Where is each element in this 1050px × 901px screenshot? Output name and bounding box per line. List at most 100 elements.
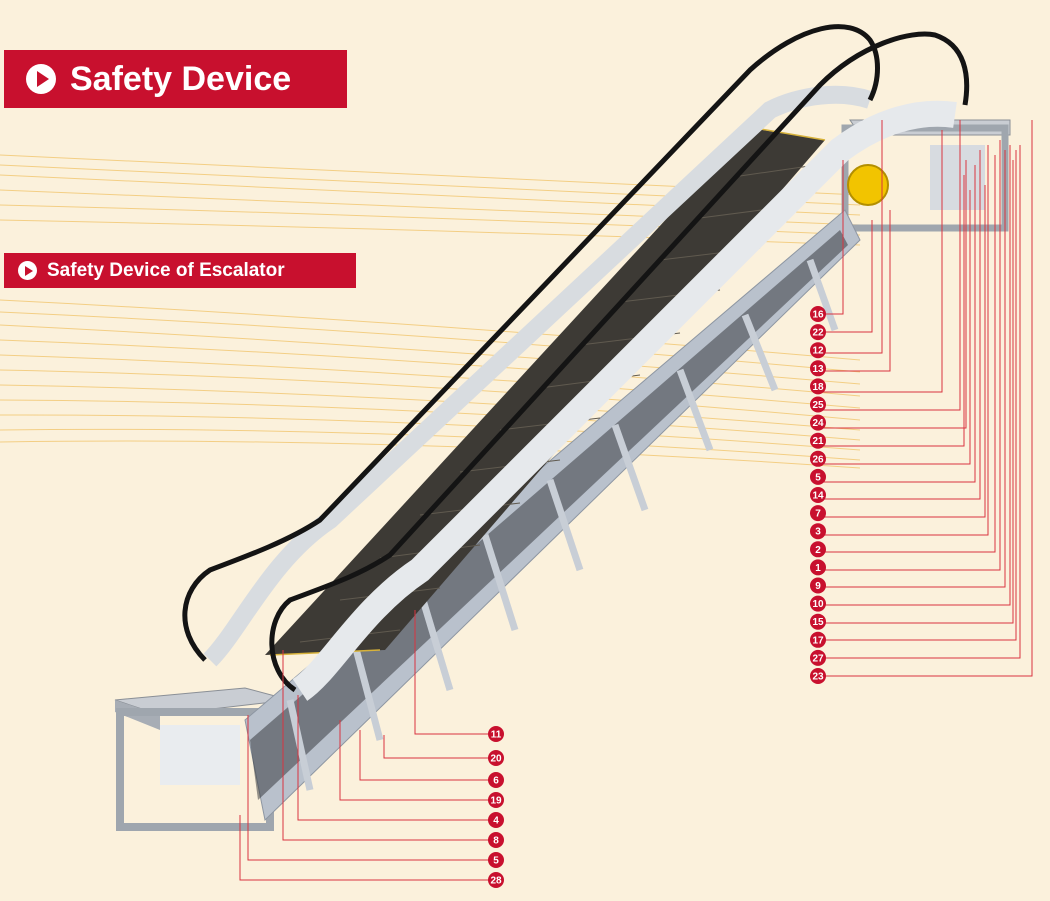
callout-number: 4 [493, 816, 499, 827]
callout-number: 25 [812, 400, 824, 411]
section-banner: Safety Device [4, 50, 347, 108]
callout-circle [810, 541, 826, 558]
section-title: Safety Device [70, 59, 292, 98]
callout-circle [488, 872, 504, 888]
callout-badge: 26 [810, 450, 826, 467]
callout-badge: 2 [810, 541, 826, 558]
callout-circle [810, 450, 826, 467]
callout-number: 1 [815, 563, 821, 574]
callout-number: 9 [815, 581, 821, 592]
callout-circle [488, 726, 504, 742]
callout-circle [810, 613, 826, 630]
callout-badge: 1 [810, 559, 826, 576]
callout-number: 27 [812, 653, 824, 664]
callout-badge: 20 [488, 750, 504, 766]
callout-badge: 21 [810, 432, 826, 449]
callout-badge: 17 [810, 631, 826, 648]
callout-circle [810, 523, 826, 540]
callout-badge: 11 [488, 726, 504, 742]
callout-circle [810, 432, 826, 449]
callout-badge: 12 [810, 342, 826, 359]
callout-circle [488, 812, 504, 828]
drive-motor [847, 164, 889, 206]
callout-badge: 8 [488, 832, 504, 848]
callout-circle [488, 792, 504, 808]
callout-number: 13 [812, 364, 824, 375]
callout-badge: 3 [810, 523, 826, 540]
callout-number: 22 [812, 328, 824, 339]
callout-circle [810, 360, 826, 377]
callout-number: 15 [812, 617, 824, 628]
callouts-bottom: 11 20 6 19 4 8 5 28 [488, 726, 504, 888]
callout-badge: 16 [810, 306, 826, 322]
callout-badge: 28 [488, 872, 504, 888]
callout-number: 12 [812, 346, 824, 357]
callout-circle [810, 342, 826, 359]
play-icon [18, 261, 37, 280]
callout-badge: 4 [488, 812, 504, 828]
callout-circle [810, 505, 826, 522]
callout-badge: 10 [810, 595, 826, 612]
callout-circle [488, 750, 504, 766]
callout-circle [810, 631, 826, 648]
callout-number: 11 [491, 730, 502, 741]
callout-circle [810, 487, 826, 503]
callout-circle [488, 772, 504, 788]
callout-number: 14 [812, 491, 824, 502]
callout-badge: 5 [488, 852, 504, 868]
callout-number: 10 [812, 599, 824, 610]
callout-circle [810, 396, 826, 413]
callout-number: 3 [815, 527, 821, 538]
callout-circle [810, 559, 826, 576]
callout-number: 28 [490, 876, 502, 887]
leader-lines [239, 120, 1033, 881]
callout-number: 2 [815, 545, 821, 556]
callout-number: 5 [493, 856, 499, 867]
callout-circle [488, 852, 504, 868]
callout-circle [810, 668, 826, 684]
callout-circle [488, 832, 504, 848]
callout-number: 21 [812, 436, 824, 447]
callout-badge: 27 [810, 649, 826, 666]
callout-badge: 19 [488, 792, 504, 808]
lower-landing [114, 687, 291, 831]
callout-badge: 25 [810, 396, 826, 413]
callout-circle [810, 324, 826, 341]
callout-badge: 7 [810, 505, 826, 522]
handrails [182, 24, 970, 693]
callout-number: 7 [815, 509, 821, 520]
callout-number: 24 [812, 418, 824, 429]
callout-number: 20 [490, 754, 502, 765]
callout-number: 8 [493, 836, 499, 847]
callout-badge: 13 [810, 360, 826, 377]
callout-circle [810, 306, 826, 322]
callout-badge: 9 [810, 577, 826, 594]
callout-number: 5 [815, 472, 821, 483]
callout-badge: 23 [810, 668, 826, 684]
callout-circle [810, 595, 826, 612]
callout-badge: 22 [810, 324, 826, 341]
callout-number: 17 [812, 635, 824, 646]
callout-number: 23 [812, 672, 824, 683]
callout-badge: 5 [810, 468, 826, 485]
callout-circle [810, 414, 826, 431]
callout-number: 18 [812, 382, 824, 393]
balustrades [203, 85, 957, 701]
callout-badge: 15 [810, 613, 826, 630]
subsection-title: Safety Device of Escalator [47, 259, 285, 281]
play-icon [26, 64, 56, 94]
callout-circle [810, 577, 826, 594]
callout-number: 6 [493, 776, 499, 787]
callout-number: 19 [490, 796, 502, 807]
callout-circle [810, 649, 826, 666]
callout-badge: 18 [810, 378, 826, 395]
subsection-banner: Safety Device of Escalator [4, 253, 356, 288]
truss [244, 209, 861, 822]
callout-number: 16 [812, 310, 824, 321]
callout-badge: 6 [488, 772, 504, 788]
callout-circle [810, 468, 826, 485]
callout-badge: 24 [810, 414, 826, 431]
